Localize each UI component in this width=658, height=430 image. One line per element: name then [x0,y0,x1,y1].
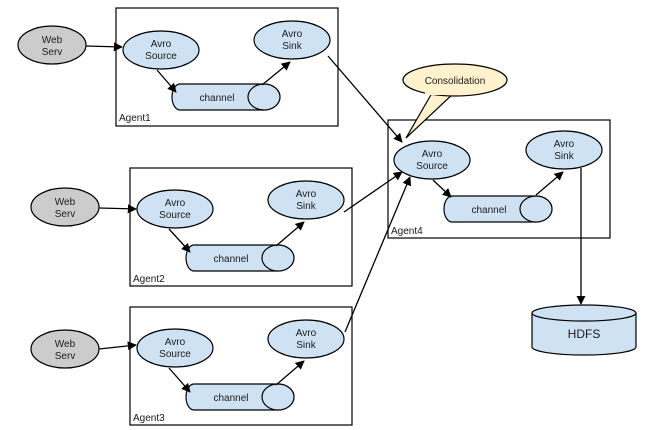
edge-a4-channel-sink [535,171,564,196]
agent2-sink: Avro Sink [267,180,345,220]
agent3-channel: channel [185,383,295,411]
agent2-source: Avro Source [136,189,214,229]
agent1-label: Agent1 [119,113,151,124]
agent2-label: Agent2 [133,274,165,285]
edge-web1-source1 [85,42,123,52]
agent1-channel: channel [171,83,281,111]
svg-text:Sink: Sink [282,41,302,52]
edge-a1-channel-sink [261,61,291,86]
svg-text:Avro: Avro [554,139,575,150]
svg-text:Sink: Sink [554,151,574,162]
svg-text:Avro: Avro [296,189,317,200]
edge-a2-source-channel [168,228,191,253]
svg-text:Avro: Avro [296,328,317,339]
svg-text:Avro: Avro [282,29,303,40]
svg-text:Avro: Avro [422,149,443,160]
agent1-sink: Avro Sink [253,20,331,60]
svg-text:HDFS: HDFS [568,327,601,341]
svg-text:Source: Source [159,210,191,221]
agent4-sink: Avro Sink [525,130,603,170]
agent3-source: Avro Source [136,328,214,368]
svg-text:Serv: Serv [55,209,76,220]
svg-text:Serv: Serv [42,47,63,58]
consolidation-callout: Consolidation [402,63,508,139]
svg-text:Consolidation: Consolidation [425,76,486,87]
agent3-label: Agent3 [133,413,165,424]
web-server-3: Web Serv [30,329,100,369]
edge-sink2-source4 [343,171,403,213]
agent4-source: Avro Source [393,140,471,180]
svg-text:Web: Web [55,197,76,208]
web-server-2: Web Serv [30,187,100,227]
edge-sink3-source4 [344,176,412,333]
svg-text:Avro: Avro [151,39,172,50]
svg-text:channel: channel [213,393,248,404]
svg-text:Sink: Sink [296,340,316,351]
svg-text:Avro: Avro [165,198,186,209]
svg-text:Web: Web [42,35,63,46]
agent4-label: Agent4 [391,226,423,237]
edge-a3-source-channel [168,367,191,393]
agent3-sink: Avro Sink [267,319,345,359]
svg-text:Avro: Avro [165,337,186,348]
edge-a2-channel-sink [275,221,305,247]
svg-text:channel: channel [471,205,506,216]
svg-text:Source: Source [145,51,177,62]
edge-web3-source3 [98,341,137,351]
agent1-source: Avro Source [122,30,200,70]
svg-text:Web: Web [55,339,76,350]
edge-web2-source2 [98,204,137,214]
svg-text:Source: Source [159,349,191,360]
agent4-channel: channel [443,195,553,223]
edge-a1-source-channel [156,69,177,93]
agent2-channel: channel [185,244,295,272]
edge-a3-channel-sink [275,360,305,386]
svg-text:channel: channel [213,254,248,265]
hdfs-storage: HDFS [531,304,637,356]
edges [85,42,586,393]
web-server-1: Web Serv [17,25,87,65]
svg-text:channel: channel [199,93,234,104]
svg-text:Serv: Serv [55,351,76,362]
svg-text:Source: Source [416,161,448,172]
svg-text:Sink: Sink [296,201,316,212]
edge-sink1-source4 [327,55,403,143]
edge-a4-source-channel [432,179,452,198]
